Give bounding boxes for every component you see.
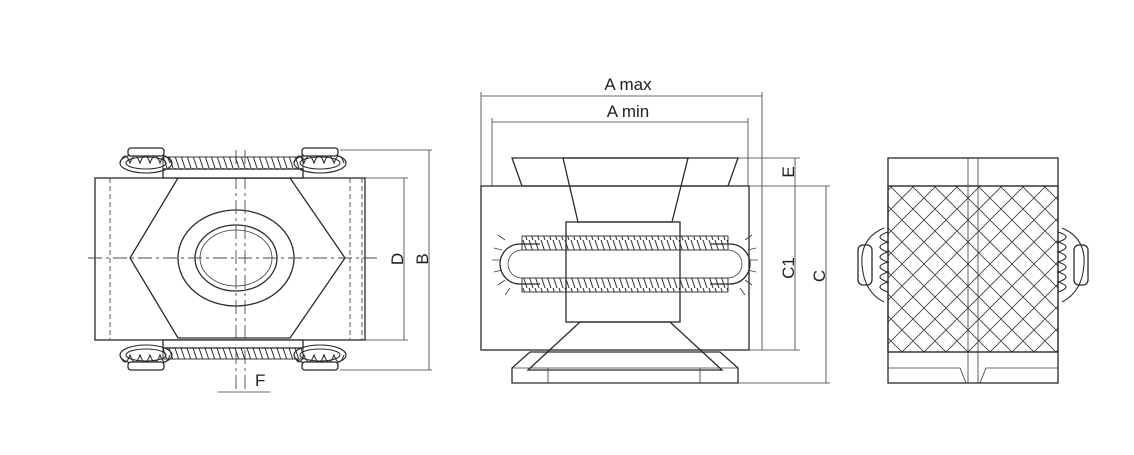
body-outline-front [480, 185, 750, 351]
bottom-spring [162, 346, 304, 360]
label-f: F [255, 371, 265, 390]
label-c: C [810, 270, 829, 282]
body-outline [94, 177, 366, 341]
corner-coil-bottom-right [293, 344, 347, 371]
lower-taper [526, 321, 724, 371]
base-plate [511, 351, 739, 384]
right-side-coil [1056, 227, 1089, 303]
corner-coil-top-left [119, 147, 173, 174]
top-spring [162, 156, 304, 170]
top-view: D B F [88, 147, 432, 393]
label-a-min: A min [607, 102, 650, 121]
hexagon-outline [129, 177, 346, 339]
label-a-max: A max [604, 75, 652, 94]
upper-taper [562, 157, 689, 223]
label-c1: C1 [779, 257, 798, 279]
label-e: E [779, 166, 798, 177]
knurled-surface [887, 185, 1059, 353]
left-side-coil [857, 227, 890, 303]
front-view: A max A min E C1 C [480, 75, 830, 384]
upper-spring-front [521, 235, 729, 251]
left-end-cap [499, 243, 540, 285]
corner-coil-bottom-left [119, 344, 173, 371]
side-view [857, 157, 1089, 384]
lower-spring-front [521, 277, 729, 293]
upper-plate [511, 157, 739, 187]
corner-coil-top-right [293, 147, 347, 174]
label-d: D [388, 253, 407, 265]
label-b: B [413, 253, 432, 264]
right-end-cap [710, 243, 751, 285]
